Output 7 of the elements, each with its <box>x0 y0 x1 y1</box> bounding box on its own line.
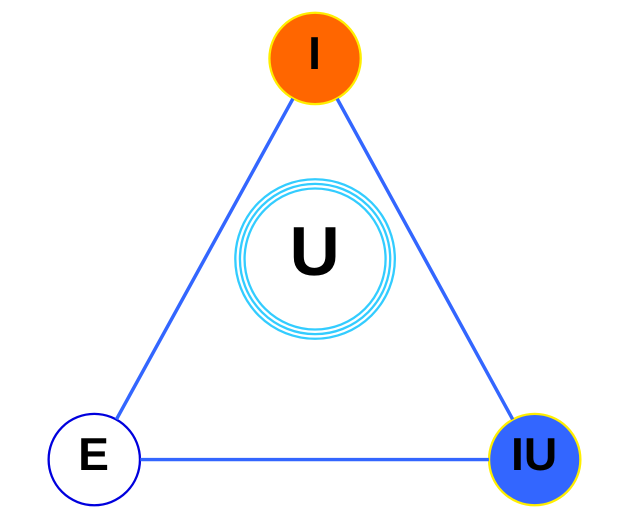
node-circle: E <box>46 412 141 506</box>
connector <box>335 98 514 420</box>
node-circle: I <box>268 12 362 106</box>
node-circle: U <box>234 178 396 340</box>
connector <box>114 98 294 420</box>
connector <box>140 458 488 462</box>
node-circle: IU <box>487 412 582 506</box>
